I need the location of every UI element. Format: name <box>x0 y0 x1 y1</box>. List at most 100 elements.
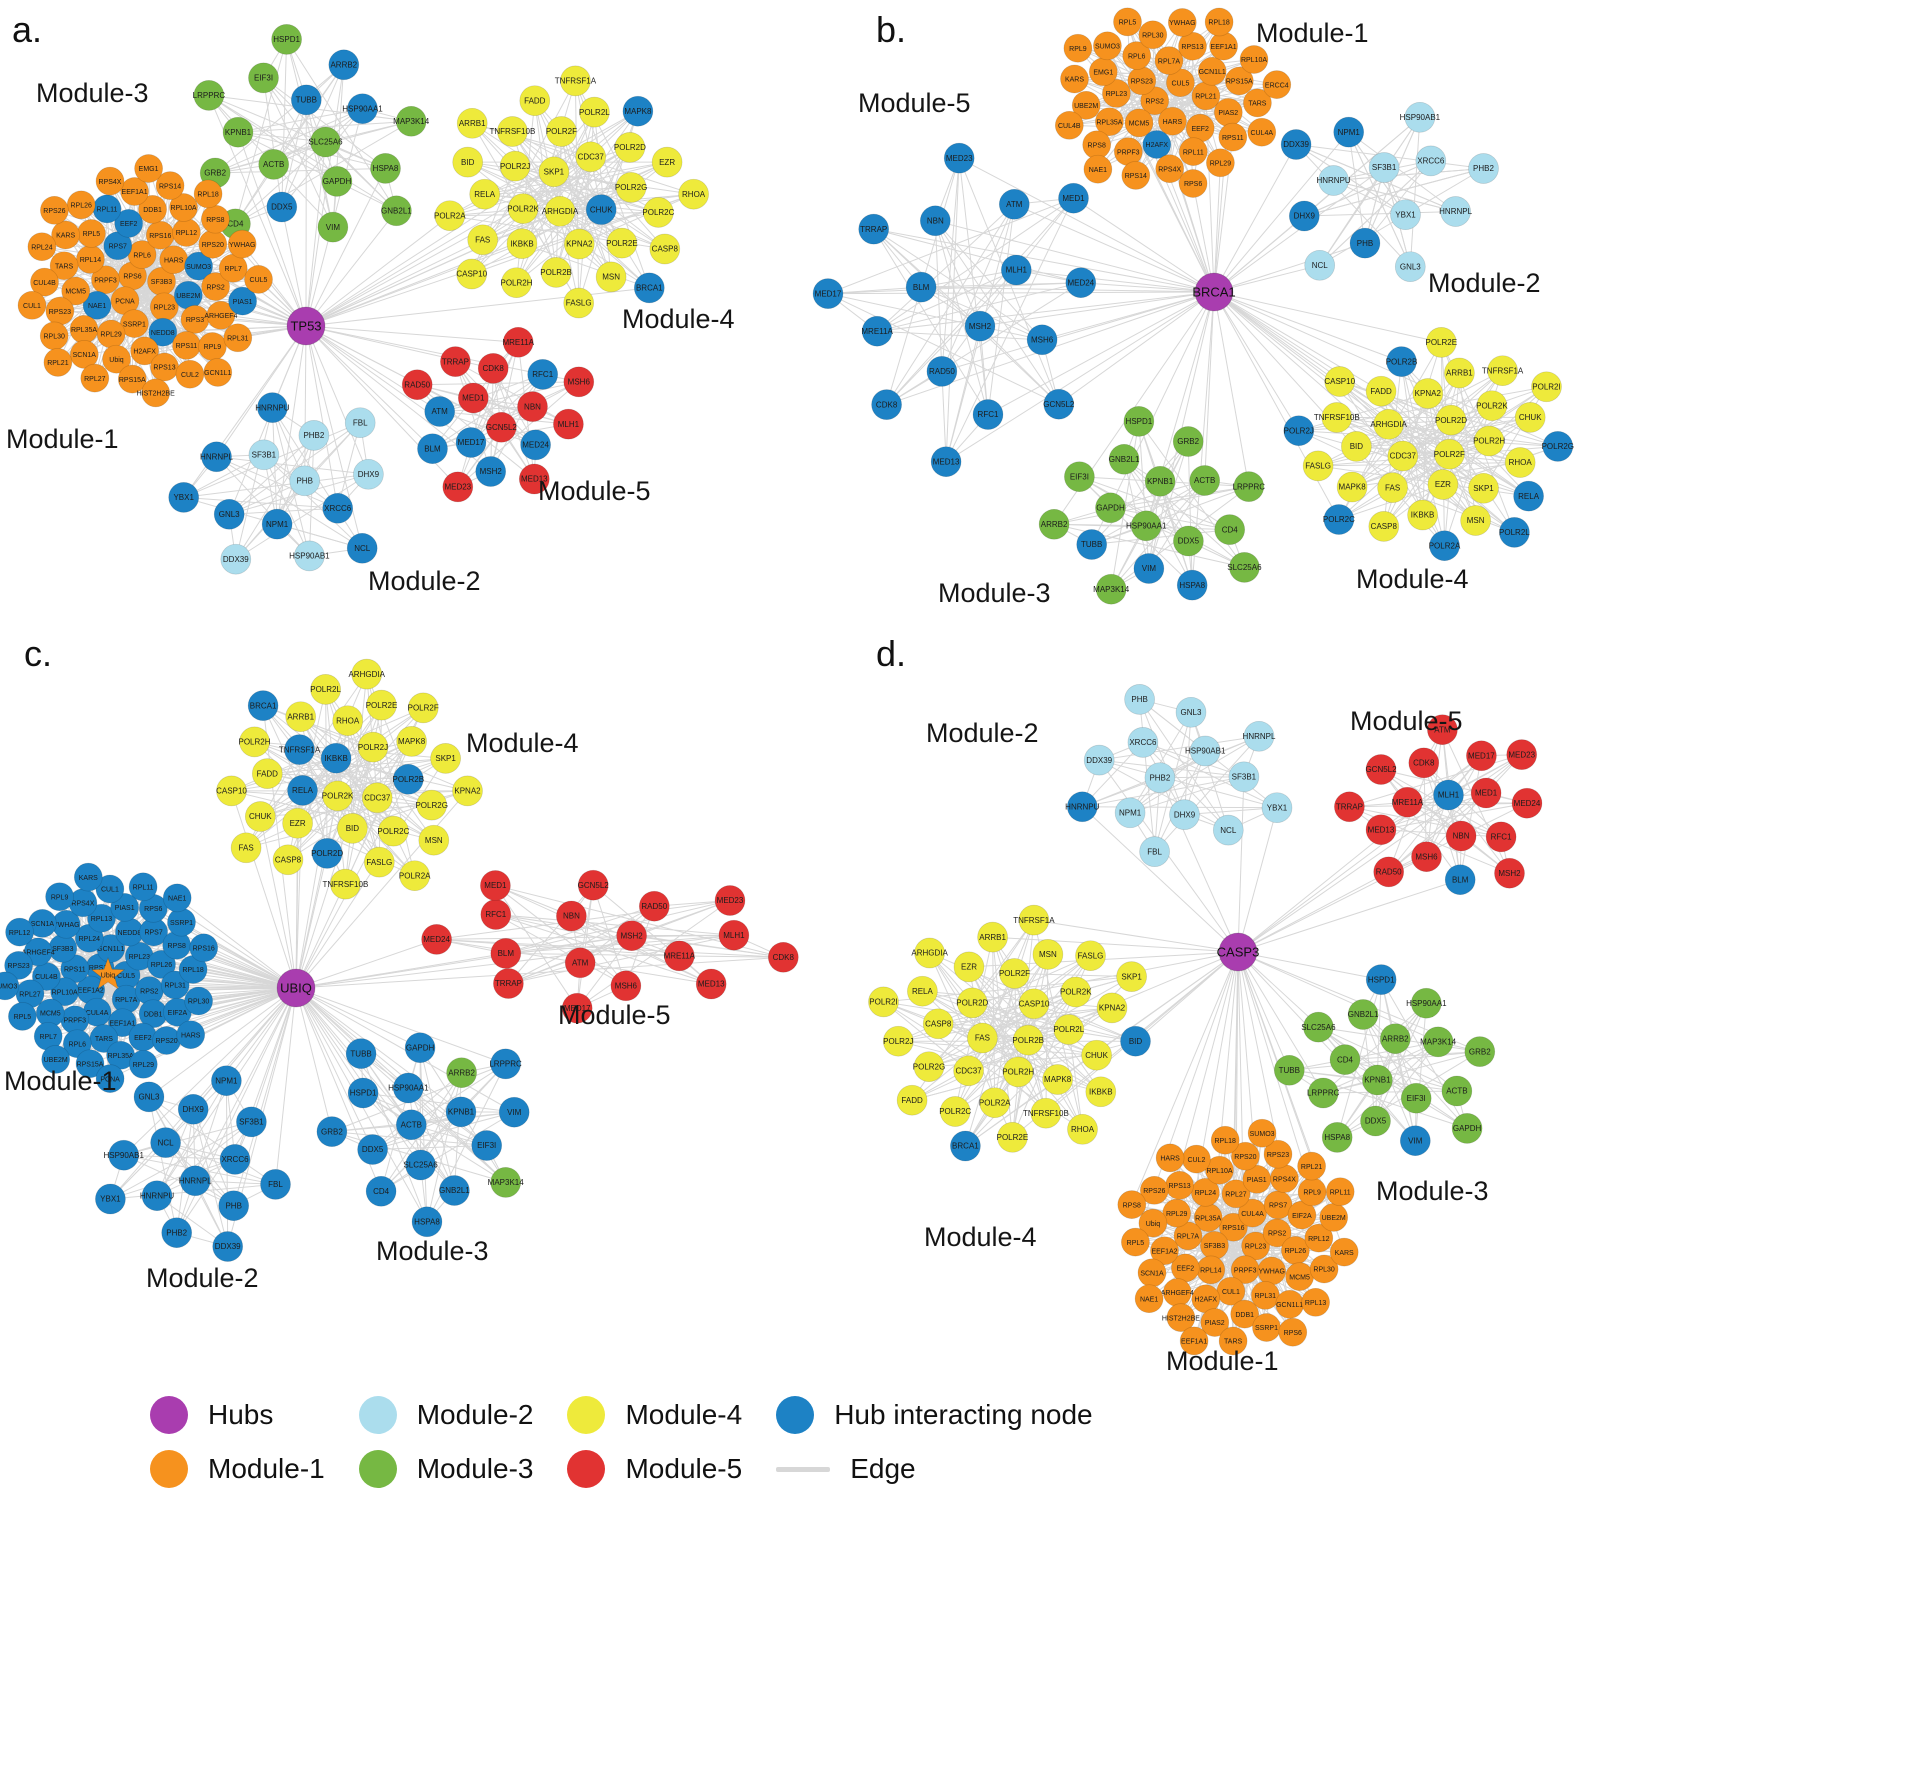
svg-text:FBL: FBL <box>1147 847 1162 856</box>
svg-text:POLR2K: POLR2K <box>1060 988 1092 997</box>
svg-text:RPL35A: RPL35A <box>1195 1215 1221 1222</box>
node-tnfrsf1a: TNFRSF1A <box>279 734 321 765</box>
svg-text:RPS20: RPS20 <box>1234 1154 1256 1161</box>
svg-text:TARS: TARS <box>1248 101 1266 108</box>
node-rpl27: RPL27 <box>80 363 110 393</box>
node-msn: MSN <box>418 824 450 856</box>
node-kpna2: KPNA2 <box>1096 992 1128 1024</box>
svg-text:DDX5: DDX5 <box>1178 537 1200 546</box>
svg-text:POLR2C: POLR2C <box>642 208 674 217</box>
node-cdc37: CDC37 <box>361 782 393 814</box>
svg-text:MED13: MED13 <box>698 980 725 989</box>
node-phb: PHB <box>218 1190 250 1222</box>
svg-text:BRCA1: BRCA1 <box>250 701 277 710</box>
node-rps8: RPS8 <box>1082 130 1112 160</box>
node-rpl21: RPL21 <box>1297 1151 1326 1181</box>
svg-text:RPL21: RPL21 <box>1195 94 1217 101</box>
svg-text:HIST2H2BE: HIST2H2BE <box>137 391 175 398</box>
svg-text:SLC25A6: SLC25A6 <box>403 1161 438 1170</box>
svg-text:RPL9: RPL9 <box>1303 1190 1321 1197</box>
node-casp10: CASP10 <box>456 258 488 290</box>
node-tnfrsf1a: TNFRSF1A <box>555 65 597 97</box>
svg-text:GNL3: GNL3 <box>219 510 240 519</box>
node-arrb1: ARRB1 <box>285 701 317 733</box>
svg-text:RPS23: RPS23 <box>8 963 30 970</box>
svg-text:POLR2E: POLR2E <box>366 701 398 710</box>
svg-text:EIF3I: EIF3I <box>1070 472 1089 481</box>
svg-text:POLR2H: POLR2H <box>1002 1068 1034 1077</box>
svg-text:RPL21: RPL21 <box>1301 1164 1323 1171</box>
node-polr2d: POLR2D <box>614 132 646 163</box>
module-label-d-module-1: Module-1 <box>1166 1346 1279 1376</box>
node-rpl35a: RPL35A <box>69 315 99 344</box>
node-polr2i: POLR2I <box>1531 371 1562 403</box>
node-rpl11: RPL11 <box>92 194 122 224</box>
svg-text:RHOA: RHOA <box>336 716 360 725</box>
svg-text:RPL7A: RPL7A <box>1158 58 1181 65</box>
node-ddx39: DDX39 <box>1280 129 1312 160</box>
node-polr2e: POLR2E <box>997 1121 1028 1153</box>
svg-text:DHX9: DHX9 <box>1294 212 1316 221</box>
node-med23: MED23 <box>714 885 746 916</box>
svg-text:RPS8: RPS8 <box>1088 143 1106 150</box>
svg-text:GNL3: GNL3 <box>1181 708 1202 717</box>
node-gcn5l2: GCN5L2 <box>486 411 517 443</box>
svg-text:RELA: RELA <box>912 987 934 996</box>
node-cul1: CUL1 <box>17 290 47 320</box>
svg-text:EEF2: EEF2 <box>1177 1266 1195 1273</box>
node-rpl21: RPL21 <box>1191 81 1221 111</box>
module2-swatch-icon <box>358 1396 397 1434</box>
svg-text:POLR2G: POLR2G <box>615 183 647 192</box>
svg-text:CD4: CD4 <box>1337 1055 1354 1064</box>
svg-text:HARS: HARS <box>1160 1156 1180 1163</box>
svg-text:ERCC4: ERCC4 <box>1265 82 1289 89</box>
svg-text:MSN: MSN <box>1467 516 1485 525</box>
hub-interacting-swatch-icon <box>776 1396 815 1434</box>
svg-text:RPS16: RPS16 <box>1222 1225 1244 1232</box>
svg-text:DDB1: DDB1 <box>143 207 162 214</box>
node-rps13: RPS13 <box>150 352 179 382</box>
node-rad50: RAD50 <box>401 369 433 401</box>
node-vim: VIM <box>1133 553 1165 584</box>
node-gcn1l1: GCN1L1 <box>1197 56 1227 86</box>
node-lrpprc: LRPPRC <box>1307 1077 1340 1109</box>
svg-text:RPL10A: RPL10A <box>170 205 196 212</box>
svg-text:RPL5: RPL5 <box>14 1014 32 1021</box>
node-ybx1: YBX1 <box>168 482 200 513</box>
svg-text:ATM: ATM <box>572 959 589 968</box>
svg-text:RPL10A: RPL10A <box>1206 1168 1232 1175</box>
panel-a-nodes: SLC25A6ACTBTUBBGAPDHKPNB1HSP90AA1DDX5EIF… <box>17 24 709 575</box>
node-rps2: RPS2 <box>201 272 230 301</box>
node-polr2j: POLR2J <box>1283 415 1315 447</box>
svg-text:PHB: PHB <box>296 477 312 486</box>
svg-text:ATM: ATM <box>1434 725 1451 734</box>
svg-text:ACTB: ACTB <box>263 160 284 169</box>
node-polr2k: POLR2K <box>507 193 540 224</box>
svg-text:GNB2L1: GNB2L1 <box>439 1186 470 1195</box>
node-ikbkb: IKBKB <box>320 742 352 774</box>
svg-text:SF3B3: SF3B3 <box>1204 1243 1226 1250</box>
node-rps16: RPS16 <box>189 933 219 963</box>
node-ddx5: DDX5 <box>1360 1105 1391 1137</box>
node-msh6: MSH6 <box>1411 841 1442 873</box>
svg-text:GAPDH: GAPDH <box>1096 504 1125 513</box>
svg-text:RPS26: RPS26 <box>43 208 65 215</box>
node-med13: MED13 <box>518 463 550 495</box>
legend-item-module-2: Module-2 <box>358 1396 533 1434</box>
svg-text:POLR2K: POLR2K <box>322 792 354 801</box>
svg-text:POLR2F: POLR2F <box>408 704 439 713</box>
svg-text:SKP1: SKP1 <box>1121 972 1142 981</box>
svg-text:RPS11: RPS11 <box>64 966 86 973</box>
node-rpl5: RPL5 <box>1121 1227 1150 1257</box>
svg-text:MED23: MED23 <box>1508 750 1535 759</box>
node-mre11a: MRE11A <box>1392 786 1424 818</box>
node-eef1a1: EEF1A1 <box>108 1008 137 1038</box>
svg-text:RFC1: RFC1 <box>1491 833 1512 842</box>
node-polr2l: POLR2L <box>310 674 341 705</box>
svg-text:CDK8: CDK8 <box>773 953 795 962</box>
panel-letter-a: a. <box>12 9 42 50</box>
node-blm: BLM <box>1444 864 1476 896</box>
node-med1: MED1 <box>457 382 489 414</box>
svg-text:HSP90AA1: HSP90AA1 <box>1406 999 1447 1008</box>
svg-text:POLR2G: POLR2G <box>415 801 447 810</box>
